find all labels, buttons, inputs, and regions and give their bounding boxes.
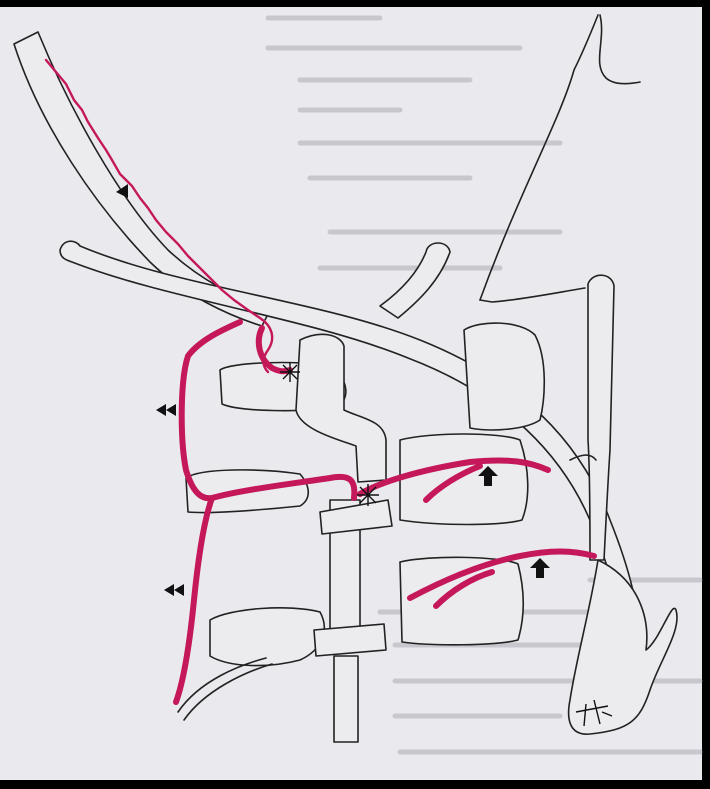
asterisk-lower [357,484,379,506]
asterisk-upper [280,362,300,382]
